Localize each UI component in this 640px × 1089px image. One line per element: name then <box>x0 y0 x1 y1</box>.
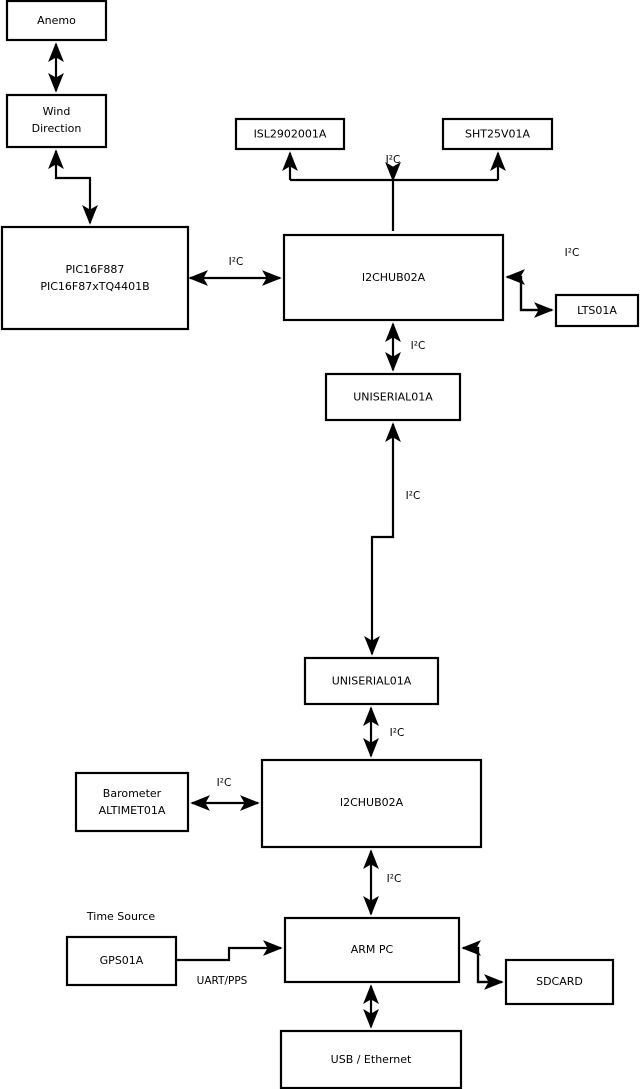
node-uniserial01a-bottom-label: UNISERIAL01A <box>332 675 412 688</box>
node-gps01a-box[interactable] <box>65 935 178 987</box>
edge-gps-armpc <box>176 940 283 962</box>
node-wind-direction-label-line1: Wind <box>43 105 71 118</box>
node-sdcard[interactable]: SDCARD <box>504 958 615 1006</box>
node-lts01a-label: LTS01A <box>577 304 617 317</box>
node-lts01a-box[interactable] <box>554 293 640 328</box>
node-isl2902001a[interactable]: ISL2902001A <box>234 117 346 151</box>
edge-label-gps-armpc: UART/PPS <box>197 975 248 987</box>
node-i2chub02a-top[interactable]: I2CHUB02A <box>282 233 505 322</box>
edge-label-sensor-bus: I²C <box>386 154 401 166</box>
node-sdcard-label: SDCARD <box>536 975 583 988</box>
edge-hubtop-to-lts <box>507 275 554 318</box>
edge-label-barometer-hub: I²C <box>217 777 232 789</box>
node-uniserial01a-top-box[interactable] <box>324 372 462 422</box>
node-arm-pc-box[interactable] <box>283 916 461 984</box>
node-i2chub02a-top-box[interactable] <box>282 233 505 322</box>
node-wind-direction-label-line2: Direction <box>32 122 82 135</box>
node-i2chub02a-bottom-label: I2CHUB02A <box>340 796 404 809</box>
node-i2chub02a-top-label: I2CHUB02A <box>362 271 426 284</box>
node-isl2902001a-label: ISL2902001A <box>254 128 327 141</box>
label-time-source: Time Source <box>86 910 155 923</box>
node-sht25v01a[interactable]: SHT25V01A <box>441 117 554 151</box>
node-i2chub02a-bottom-box[interactable] <box>260 758 483 849</box>
node-barometer-label-line1: Barometer <box>103 787 162 800</box>
node-sht25v01a-label: SHT25V01A <box>465 128 530 141</box>
node-pic-box[interactable] <box>0 225 190 331</box>
node-sdcard-box[interactable] <box>504 958 615 1006</box>
node-usb-ethernet[interactable]: USB / Ethernet <box>279 1029 463 1089</box>
edge-label-hub-lts: I²C <box>565 247 580 259</box>
edge-label-hub-armpc: I²C <box>387 873 402 885</box>
node-uniserial01a-bottom-box[interactable] <box>303 656 440 706</box>
edge-label-uniserial-link: I²C <box>406 490 421 502</box>
node-anemo-box[interactable] <box>5 0 108 42</box>
node-uniserial01a-top-label: UNISERIAL01A <box>353 391 433 404</box>
node-arm-pc-label: ARM PC <box>351 943 394 956</box>
node-usb-ethernet-box[interactable] <box>279 1029 463 1089</box>
node-lts01a[interactable]: LTS01A <box>554 293 640 328</box>
node-anemo[interactable]: Anemo <box>5 0 108 42</box>
node-uniserial01a-top[interactable]: UNISERIAL01A <box>324 372 462 422</box>
node-isl2902001a-box[interactable] <box>234 117 346 151</box>
edge-label-uniserial-hubbot: I²C <box>390 727 405 739</box>
node-uniserial01a-bottom[interactable]: UNISERIAL01A <box>303 656 440 706</box>
edge-lts-to-hubtop <box>505 269 552 312</box>
node-arm-pc[interactable]: ARM PC <box>283 916 461 984</box>
node-pic-label-line1: PIC16F887 <box>66 263 125 276</box>
node-gps01a[interactable]: GPS01A <box>65 935 178 987</box>
edge-label-pic-hub: I²C <box>229 256 244 268</box>
node-wind-direction[interactable]: Wind Direction <box>5 93 108 149</box>
node-wind-direction-box[interactable] <box>5 93 108 149</box>
edge-label-hub-uniserial: I²C <box>411 340 426 352</box>
node-barometer-altimet01a[interactable]: Barometer ALTIMET01A <box>74 771 190 833</box>
node-pic-microcontroller[interactable]: PIC16F887 PIC16F87xTQ4401B <box>0 225 190 331</box>
node-barometer-box[interactable] <box>74 771 190 833</box>
edge-wind-pic <box>48 149 98 225</box>
node-pic-label-line2: PIC16F87xTQ4401B <box>40 280 149 293</box>
node-anemo-label: Anemo <box>37 14 76 27</box>
edge-armpc-to-sdcard <box>463 946 504 990</box>
node-i2chub02a-bottom[interactable]: I2CHUB02A <box>260 758 483 849</box>
node-gps01a-label: GPS01A <box>100 954 144 967</box>
node-barometer-label-line2: ALTIMET01A <box>99 804 166 817</box>
edge-uniserial-link <box>364 422 401 656</box>
node-sht25v01a-box[interactable] <box>441 117 554 151</box>
edge-sdcard-to-armpc <box>461 940 502 984</box>
node-usb-ethernet-label: USB / Ethernet <box>331 1053 412 1066</box>
